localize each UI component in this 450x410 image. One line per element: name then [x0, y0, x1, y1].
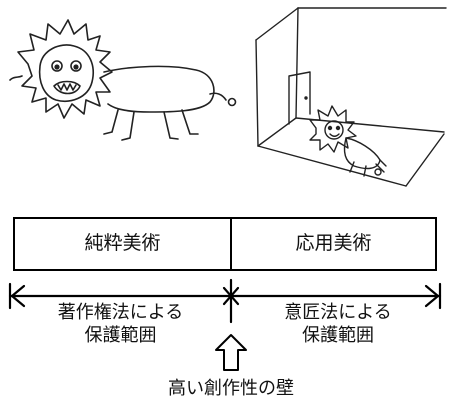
up-arrow-icon — [215, 334, 247, 371]
range-arrows — [8, 278, 442, 324]
table-frame — [13, 217, 437, 271]
lion-sketch-left — [9, 19, 237, 141]
applied-art-label: 応用美術 — [295, 232, 372, 254]
copyright-range-label: 著作権法による 保護範囲 — [57, 302, 184, 346]
creativity-wall-label: 高い創作性の壁 — [168, 378, 294, 399]
design-range-label: 意匠法による 保護範囲 — [284, 302, 392, 346]
category-table — [13, 217, 437, 271]
right-arrowhead — [424, 284, 440, 308]
pure-art-label: 純粋美術 — [84, 232, 161, 254]
left-arrowhead — [10, 284, 26, 308]
room-sketch-right — [255, 7, 447, 187]
